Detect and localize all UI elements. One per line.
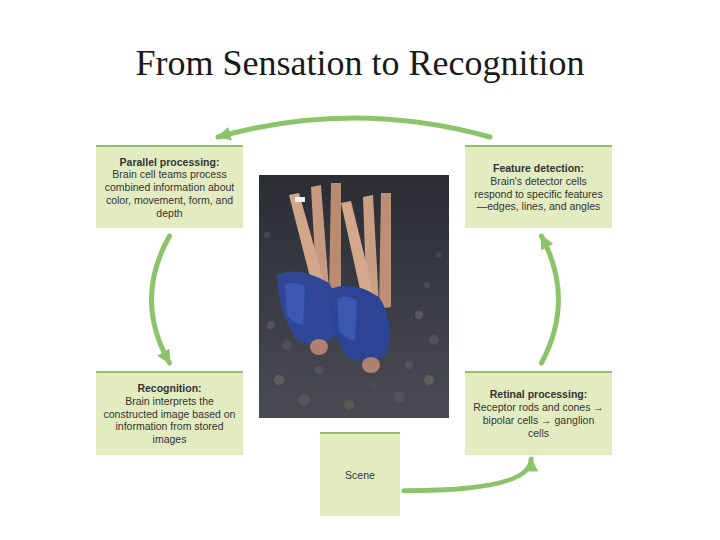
diagram-title: From Sensation to Recognition <box>0 42 720 84</box>
cycle-arrow <box>218 118 490 137</box>
box-text: Brain's detector cells respond to specif… <box>471 175 606 213</box>
box-heading: Recognition: <box>137 382 201 395</box>
box-text: Scene <box>345 469 375 482</box>
process-box: Parallel processing:Brain cell teams pro… <box>96 145 243 228</box>
crowd <box>264 232 442 410</box>
process-box: Feature detection:Brain's detector cells… <box>465 145 612 228</box>
cycle-arrow <box>541 236 558 363</box>
box-text: Brain interprets the constructed image b… <box>102 395 237 446</box>
box-heading: Retinal processing: <box>490 388 587 401</box>
photo-background <box>259 175 449 418</box>
cycle-arrow <box>404 459 531 491</box>
process-box: Scene <box>320 432 400 516</box>
process-box: Recognition:Brain interprets the constru… <box>96 371 243 455</box>
cycle-arrow <box>152 236 170 363</box>
box-heading: Feature detection: <box>493 162 584 175</box>
diver-back <box>277 183 341 355</box>
box-heading: Parallel processing: <box>120 156 220 169</box>
box-text: Receptor rods and cones → bipolar cells … <box>471 401 606 439</box>
divers-photo <box>259 175 449 418</box>
process-box: Retinal processing:Receptor rods and con… <box>465 371 612 455</box>
diver-front <box>329 193 391 373</box>
box-text: Brain cell teams process combined inform… <box>102 168 237 219</box>
